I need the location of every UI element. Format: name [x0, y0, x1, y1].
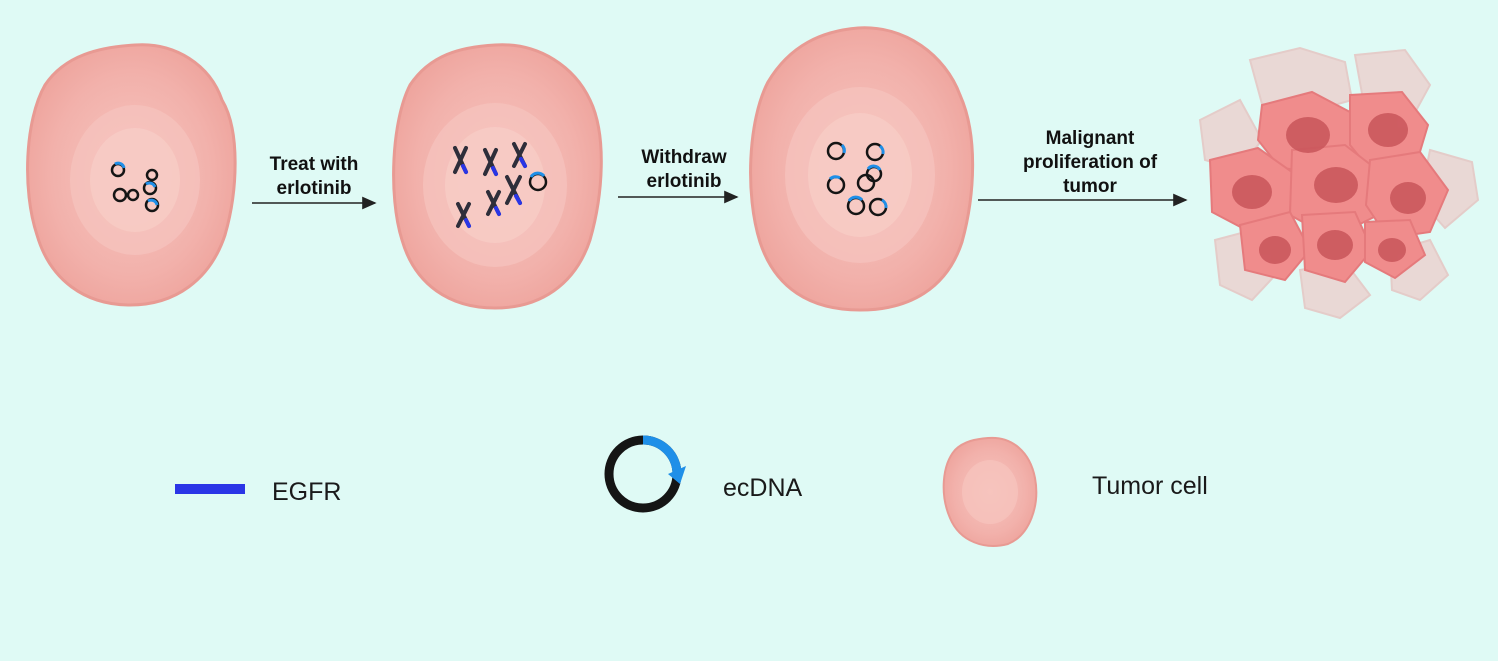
step-label-treat: Treat with erlotinib: [246, 153, 382, 201]
step-label-proliferation-line2: proliferation of: [1022, 152, 1158, 173]
legend-label-ecdna: ecDNA: [723, 474, 803, 502]
tumor-cell-withdrawn: [749, 26, 975, 312]
step-label-proliferation-line1: Malignant: [1045, 128, 1135, 149]
egfr-segments: [461, 157, 527, 228]
tumor-cell-untreated: [26, 43, 237, 307]
egfr-legend-swatch: [175, 484, 245, 494]
legend-label-tumor-cell: Tumor cell: [1092, 472, 1208, 500]
step-label-treat-line1: Treat with: [269, 154, 359, 175]
legend-label-egfr: EGFR: [272, 478, 342, 506]
tumor-cell-legend-icon: [942, 436, 1038, 547]
step-label-withdraw: Withdraw erlotinib: [614, 146, 754, 194]
tumor-cluster: [1198, 46, 1480, 320]
step-label-withdraw-line2: erlotinib: [646, 171, 722, 192]
step-label-proliferation-line3: tumor: [1063, 176, 1117, 197]
step-label-proliferation: Malignant proliferation of tumor: [995, 127, 1185, 199]
step-label-treat-line2: erlotinib: [276, 178, 352, 199]
step-label-withdraw-line1: Withdraw: [641, 147, 727, 168]
tumor-cell-treated: [392, 43, 603, 310]
ecdna-legend-icon: [604, 435, 686, 513]
